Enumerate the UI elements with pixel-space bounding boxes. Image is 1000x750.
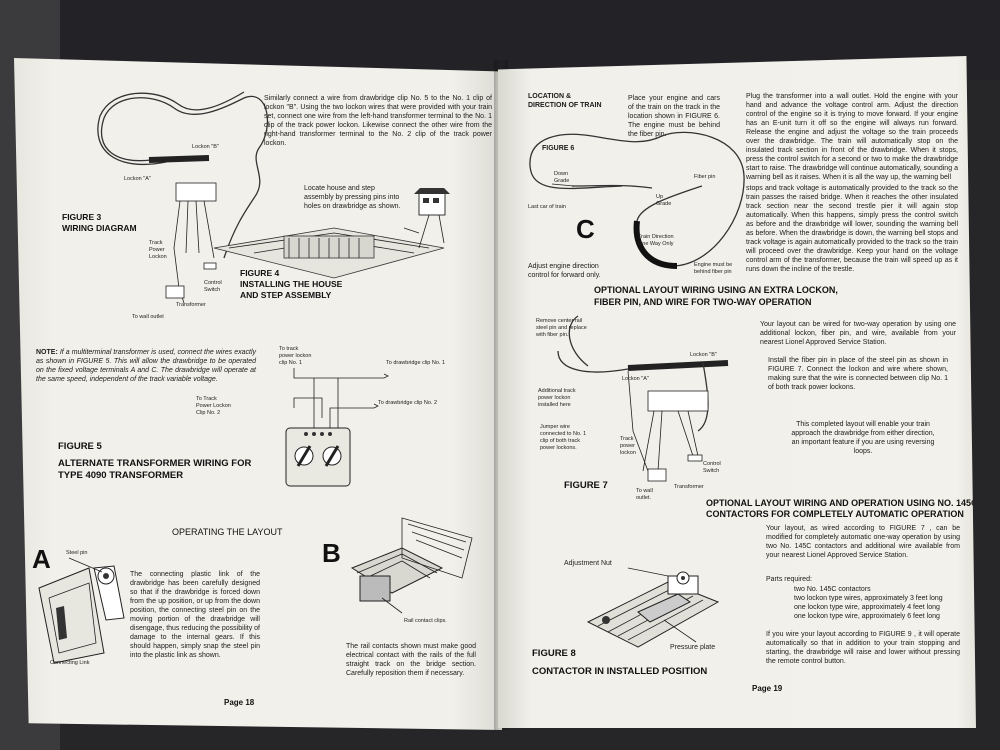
note-label: NOTE: (36, 349, 58, 356)
a-connecting-link-label: Connecting Link (50, 660, 90, 666)
figure-6-caption: FIGURE 6 (542, 145, 575, 152)
fig7-lockon-a: Lockon "A" (622, 376, 649, 382)
b-rail-clips-label: Rail contact clips. (404, 618, 447, 624)
plastic-link-paragraph: The connecting plastic link of the drawb… (130, 571, 260, 659)
figure-4-drawbridge-drawing (213, 188, 450, 279)
figure-5-transformer-drawing (285, 368, 389, 487)
plug-transformer-paragraph: Plug the transformer into a wall outlet.… (746, 93, 958, 181)
parts-item-1: two No. 145C contactors (794, 586, 871, 593)
fig3-control-switch-label: Control Switch (204, 280, 222, 293)
optional-wiring-title: OPTIONAL LAYOUT WIRING USING AN EXTRA LO… (594, 285, 838, 307)
figure-5-caption: FIGURE 5 (58, 441, 102, 452)
letter-a: A (32, 544, 51, 574)
figure-3-wiring-diagram (97, 91, 269, 304)
parts-item-4: one lockon type wire, approximately 6 fe… (794, 613, 940, 620)
letter-b: B (322, 538, 341, 568)
fig8-adjustment-nut-label: Adjustment Nut (564, 560, 612, 567)
two-way-paragraph: Your layout can be wired for two-way ope… (760, 321, 956, 346)
note-paragraph: NOTE: If a multiterminal transformer is … (36, 348, 256, 384)
figure-7-caption: FIGURE 7 (564, 480, 608, 491)
fig7-lockon-b: Lockon "B" (690, 352, 717, 358)
fig6-last-car: Last car of train (528, 204, 566, 210)
figure-5-title: ALTERNATE TRANSFORMER WIRING FOR TYPE 40… (58, 458, 252, 481)
fig7-outlet-label: To wall outlet. (636, 488, 653, 501)
note-text: If a multiterminal transformer is used, … (36, 349, 256, 383)
completed-layout-paragraph: This completed layout will enable your t… (791, 421, 935, 455)
fig7-jumper-label: Jumper wire connected to No. 1 clip of b… (540, 424, 587, 451)
fig3-transformer-label: Transformer (176, 302, 206, 308)
figure-3-caption: FIGURE 3 WIRING DIAGRAM (62, 212, 137, 233)
fig6-engine-label: Engine must be behind fiber pin (694, 262, 733, 275)
parts-item-2: two lockon type wires, approximately 3 f… (794, 595, 943, 602)
fig7-transformer-label: Transformer (674, 484, 704, 490)
fig5-to-drawbridge-1: To drawbridge clip No. 1 (386, 360, 446, 366)
fig3-lockon-b-label: Lockon "B" (192, 144, 219, 150)
stops-paragraph: stops and track voltage is automatically… (746, 185, 958, 273)
fig6-fiber-pin: Fiber pin (694, 174, 716, 180)
figure-7-two-way-diagram (557, 315, 729, 482)
contactors-title: OPTIONAL LAYOUT WIRING AND OPERATION USI… (706, 498, 976, 519)
letter-c: C (576, 214, 595, 244)
fig6-up-grade: Up Grade (656, 194, 672, 207)
figure-b-rail-contacts-drawing (350, 517, 473, 614)
fig7-control-switch-label: Control Switch (703, 461, 721, 474)
parts-item-3: one lockon type wire, approximately 4 fe… (794, 604, 940, 611)
figure-4-caption: FIGURE 4 INSTALLING THE HOUSE AND STEP A… (240, 268, 343, 300)
figure-8-caption: FIGURE 8 (532, 648, 576, 659)
fig5-to-track-1: To track power lockon clip No. 1 (279, 346, 312, 366)
house-step-paragraph: Locate house and step assembly by pressi… (304, 185, 401, 210)
rail-contacts-paragraph: The rail contacts shown must make good e… (346, 643, 476, 677)
fig5-to-drawbridge-2: To drawbridge clip No. 2 (378, 400, 438, 406)
fig3-track-power-label: Track Power Lockon (149, 240, 167, 260)
a-steel-pin-label: Steel pin (66, 550, 88, 556)
figure-9-paragraph: If you wire your layout according to FIG… (766, 631, 960, 665)
fig7-remove-rail-label: Remove center rail steel pin and replace… (536, 318, 587, 338)
fig8-pressure-plate-label: Pressure plate (670, 644, 716, 651)
fig6-train-direction: Train Direction One Way Only (638, 234, 674, 247)
figure-a-connecting-link-drawing (38, 557, 125, 664)
place-engine-paragraph: Place your engine and cars of the train … (628, 95, 720, 138)
adjust-direction-text: Adjust engine direction control for forw… (528, 263, 601, 279)
right-page: LOCATION & DIRECTION OF TRAIN Place your… (498, 56, 976, 728)
intro-paragraph: Similarly connect a wire from drawbridge… (264, 95, 492, 147)
fig7-track-power-label: Track power lockon (620, 436, 636, 456)
location-title: LOCATION & DIRECTION OF TRAIN (528, 93, 602, 109)
fig5-to-track-2: To Track Power Lockon Clip No. 2 (196, 396, 231, 416)
install-fiber-paragraph: Install the fiber pin in place of the st… (768, 357, 948, 391)
modified-layout-paragraph: Your layout, as wired according to FIGUR… (766, 525, 960, 559)
left-page: Lockon "B" Lockon "A" Track Power Lockon… (14, 58, 502, 730)
figure-8-title: CONTACTOR IN INSTALLED POSITION (532, 666, 708, 677)
fig3-lockon-a-label: Lockon "A" (124, 176, 151, 182)
parts-required-title: Parts required: (766, 576, 812, 583)
page-number-right: Page 19 (752, 684, 783, 693)
figure-8-contactor-drawing (586, 567, 720, 648)
figure-6-direction-diagram (529, 131, 745, 269)
fig7-additional-label: Additional track power lockon installed … (538, 388, 576, 408)
fig3-outlet-label: To wall outlet (132, 314, 164, 320)
fig6-down-grade: Down Grade (554, 171, 570, 184)
page-number-left: Page 18 (224, 698, 255, 707)
operating-title: OPERATING THE LAYOUT (172, 527, 283, 537)
